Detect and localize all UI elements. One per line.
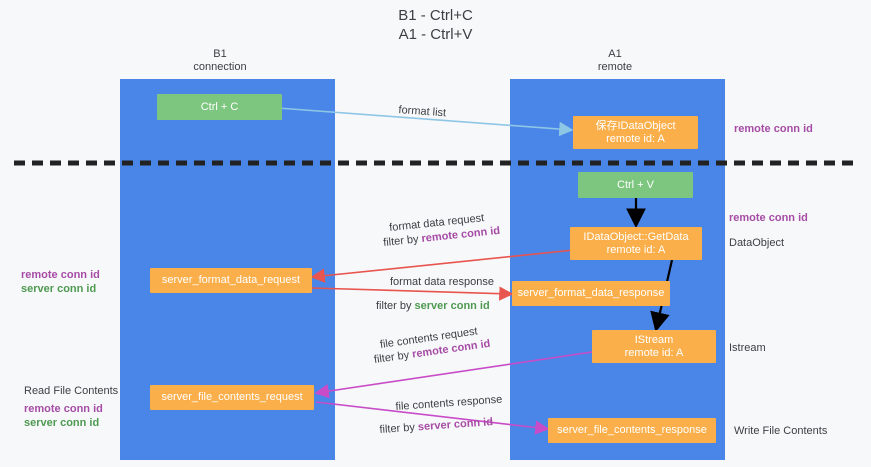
node-server-format-data-request-label: server_format_data_request xyxy=(161,274,301,286)
column-header-b1-line1: B1 xyxy=(213,48,227,60)
node-idataobject-getdata-line2: remote id: A xyxy=(606,243,666,256)
node-server-file-contents-request-label: server_file_contents_request xyxy=(161,391,303,403)
node-istream[interactable]: IStream remote id: A xyxy=(592,330,716,363)
node-idataobject-getdata[interactable]: IDataObject::GetData remote id: A xyxy=(570,227,702,260)
node-ctrl-c-line1: Ctrl + C xyxy=(200,100,239,113)
node-server-file-contents-response-label: server_file_contents_response xyxy=(557,424,707,436)
node-istream-line2: remote id: A xyxy=(624,346,684,359)
node-ctrl-v-line1: Ctrl + V xyxy=(617,178,654,191)
node-ctrl-v[interactable]: Ctrl + V xyxy=(578,172,693,198)
node-save-idataobject-line1: 保存IDataObject xyxy=(595,119,676,132)
column-header-a1-line1: A1 xyxy=(608,48,622,60)
node-save-idataobject[interactable]: 保存IDataObject remote id: A xyxy=(573,116,698,149)
node-server-format-data-response-label: server_format_data_response xyxy=(517,287,665,299)
diagram-title-line2: A1 - Ctrl+V xyxy=(398,26,473,43)
node-idataobject-getdata-line1: IDataObject::GetData xyxy=(583,230,689,243)
column-header-b1-line2: connection xyxy=(193,61,247,73)
node-server-file-contents-request[interactable]: server_file_contents_request xyxy=(150,385,314,410)
node-ctrl-c[interactable]: Ctrl + C xyxy=(157,94,282,120)
column-header-a1-line2: remote xyxy=(597,61,633,73)
node-istream-line1: IStream xyxy=(634,333,674,346)
node-server-file-contents-response[interactable]: server_file_contents_response xyxy=(548,418,716,443)
diagram-title-line1: B1 - Ctrl+C xyxy=(398,7,473,24)
node-server-format-data-request[interactable]: server_format_data_request xyxy=(150,268,312,293)
node-save-idataobject-line2: remote id: A xyxy=(606,132,665,145)
node-server-format-data-response[interactable]: server_format_data_response xyxy=(512,281,670,306)
